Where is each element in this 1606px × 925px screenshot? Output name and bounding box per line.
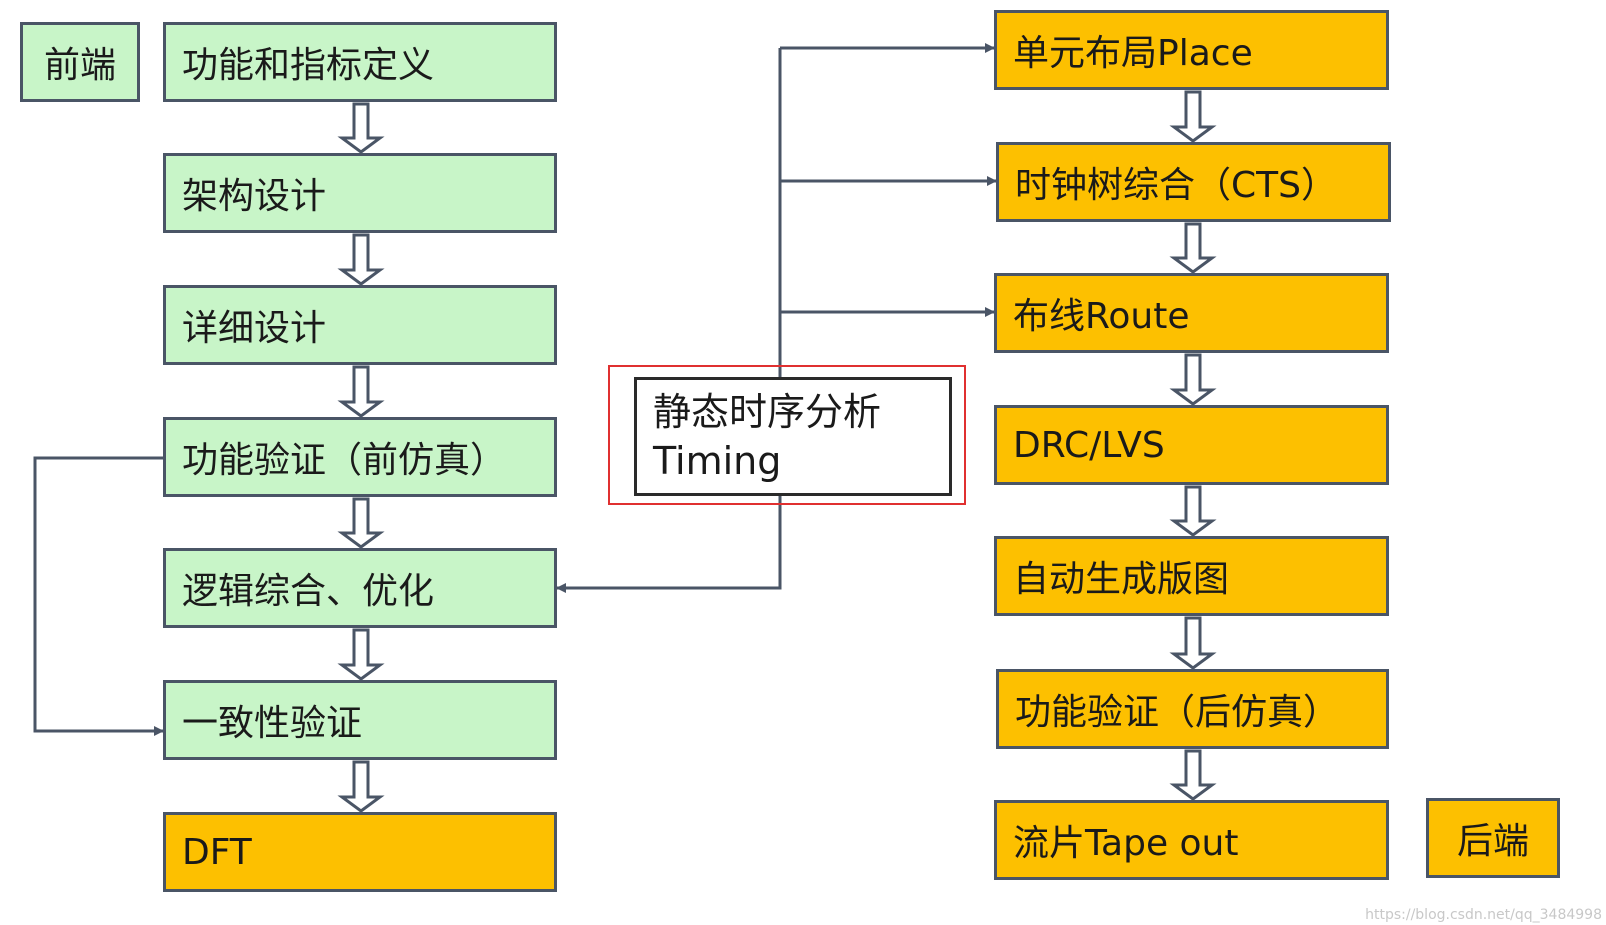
- step-label: 逻辑综合、优化: [182, 571, 435, 612]
- step-label: 单元布局Place: [1013, 33, 1253, 74]
- flow-down-arrow: [337, 497, 385, 549]
- step-label: 详细设计: [182, 308, 327, 349]
- step-routing: 布线Route: [994, 273, 1389, 353]
- step-clock-tree-synthesis: 时钟树综合（CTS）: [996, 142, 1391, 222]
- step-label: 自动生成版图: [1013, 559, 1230, 600]
- step-post-simulation: 功能验证（后仿真）: [996, 669, 1389, 749]
- flow-down-arrow: [1169, 749, 1217, 801]
- sta-title: 静态时序分析: [653, 390, 882, 434]
- step-layout-generation: 自动生成版图: [994, 536, 1389, 616]
- flow-down-arrow: [337, 102, 385, 154]
- step-tape-out: 流片Tape out: [994, 800, 1389, 880]
- flow-down-arrow: [1169, 616, 1217, 670]
- sta-subtitle: Timing: [653, 439, 782, 484]
- step-placement: 单元布局Place: [994, 10, 1389, 90]
- flow-down-arrow: [1169, 353, 1217, 406]
- step-label: 功能验证（后仿真）: [1015, 692, 1340, 733]
- step-label: 架构设计: [182, 176, 327, 217]
- flow-arrows: [337, 90, 1217, 813]
- step-dft: DFT: [163, 812, 557, 892]
- watermark: https://blog.csdn.net/qq_3484998: [1365, 907, 1602, 923]
- back-end-label-text: 后端: [1456, 821, 1529, 862]
- flow-down-arrow: [1169, 485, 1217, 537]
- back-end-label: 后端: [1426, 798, 1560, 878]
- sta-highlight-frame: [608, 365, 966, 505]
- step-architecture-design: 架构设计: [163, 153, 557, 233]
- flow-down-arrow: [1169, 90, 1217, 143]
- step-logic-synthesis: 逻辑综合、优化: [163, 548, 557, 628]
- front-end-label: 前端: [20, 22, 140, 102]
- step-spec-definition: 功能和指标定义: [163, 22, 557, 102]
- flow-down-arrow: [337, 628, 385, 681]
- step-pre-simulation: 功能验证（前仿真）: [163, 417, 557, 497]
- step-label: DRC/LVS: [1013, 424, 1165, 466]
- step-label: 功能验证（前仿真）: [182, 440, 507, 481]
- sta-to-synthesis-arrow: [556, 492, 782, 593]
- step-label: 时钟树综合（CTS）: [1015, 165, 1337, 206]
- sta-box: 静态时序分析 Timing: [634, 377, 952, 496]
- step-label: DFT: [182, 831, 252, 873]
- flow-down-arrow: [1169, 222, 1217, 274]
- flow-down-arrow: [337, 365, 385, 418]
- step-label: 布线Route: [1013, 296, 1190, 337]
- step-detailed-design: 详细设计: [163, 285, 557, 365]
- step-label: 功能和指标定义: [182, 45, 435, 86]
- flow-down-arrow: [337, 233, 385, 286]
- step-label: 流片Tape out: [1013, 823, 1239, 864]
- step-equivalence-check: 一致性验证: [163, 680, 557, 760]
- verification-loop-arrow: [33, 456, 164, 736]
- flow-down-arrow: [337, 760, 385, 813]
- step-label: 一致性验证: [182, 703, 363, 744]
- step-drc-lvs: DRC/LVS: [994, 405, 1389, 485]
- front-end-label-text: 前端: [43, 45, 116, 86]
